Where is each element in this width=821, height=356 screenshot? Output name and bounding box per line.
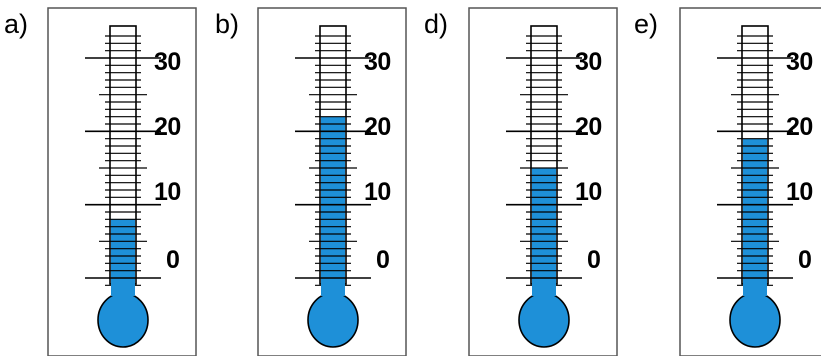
panel-label-d: d) — [424, 9, 448, 39]
bulb-neck-b — [321, 282, 345, 296]
bulb-neck-d — [532, 282, 556, 296]
panel-label-a: a) — [4, 9, 28, 39]
scale-label-10-b: 10 — [364, 178, 391, 206]
panel-label-b: b) — [215, 9, 239, 39]
scale-label-0-b: 0 — [376, 246, 389, 274]
thermometer-panel-e: e) 30 20 10 0 — [634, 7, 821, 356]
scale-label-20-a: 20 — [154, 113, 181, 141]
tick-marks-b — [295, 35, 371, 286]
scale-label-20-b: 20 — [364, 113, 391, 141]
scale-label-0-a: 0 — [166, 246, 179, 274]
thermometer-bulb-e — [729, 292, 781, 348]
mercury-column-d — [532, 168, 556, 296]
thermometer-panel-a: a) 30 20 10 0 — [4, 7, 197, 356]
thermometer-bulb-b — [307, 292, 359, 348]
tick-marks-e — [717, 35, 793, 286]
mercury-column-b — [321, 116, 345, 297]
scale-label-30-b: 30 — [364, 48, 391, 76]
scale-label-30-e: 30 — [786, 48, 813, 76]
scale-label-10-d: 10 — [575, 178, 602, 206]
bulb-neck-a — [111, 282, 135, 296]
scale-label-30-a: 30 — [154, 48, 181, 76]
scale-label-10-e: 10 — [786, 178, 813, 206]
mercury-column-e — [743, 138, 767, 296]
scale-label-0-d: 0 — [587, 246, 600, 274]
scale-label-0-e: 0 — [798, 246, 811, 274]
bulb-neck-e — [743, 282, 767, 296]
scale-label-10-a: 10 — [154, 178, 181, 206]
thermometer-bulb-a — [97, 292, 149, 348]
thermometer-bulb-d — [518, 292, 570, 348]
thermometer-panel-d: d) 30 20 10 0 — [424, 7, 618, 356]
tick-marks-d — [506, 35, 582, 286]
scale-label-20-e: 20 — [786, 113, 813, 141]
panel-label-e: e) — [634, 9, 658, 39]
tick-marks-a — [85, 35, 161, 286]
thermometer-panel-b: b) 30 20 10 0 — [215, 7, 407, 356]
scale-label-30-d: 30 — [575, 48, 602, 76]
scale-label-20-d: 20 — [575, 113, 602, 141]
